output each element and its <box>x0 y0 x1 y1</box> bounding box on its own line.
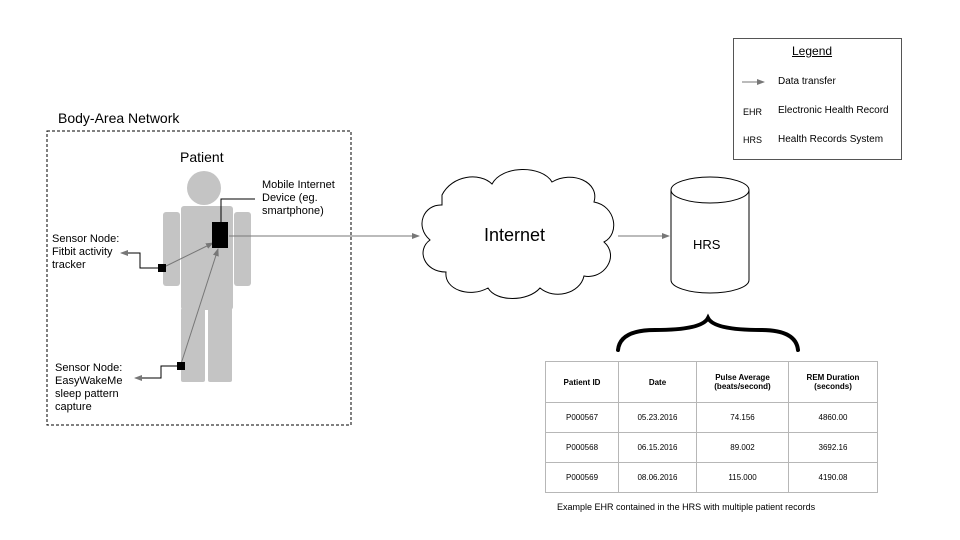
table-row: P000568 06.15.2016 89.002 3692.16 <box>545 432 878 463</box>
table-header-row: Patient ID Date Pulse Average(beats/seco… <box>545 361 878 403</box>
column-header-pulse-average: Pulse Average(beats/second) <box>696 361 789 403</box>
sensor2-label-line: EasyWakeMe <box>55 375 123 387</box>
internet-cloud <box>421 169 615 299</box>
table-caption: Example EHR contained in the HRS with mu… <box>557 502 816 512</box>
sensor2-to-device-arrow <box>180 248 219 365</box>
sensor2-label: Sensor Node: EasyWakeMe sleep pattern ca… <box>55 362 122 414</box>
body-area-network-box <box>46 130 352 426</box>
mobile-device-node <box>212 222 228 248</box>
header-text: REM Duration <box>806 373 860 382</box>
table-cell: 06.15.2016 <box>618 432 697 463</box>
header-text: (beats/second) <box>714 382 771 391</box>
table-cell: P000569 <box>545 462 619 493</box>
sensor2-leader-arrow <box>134 365 177 381</box>
sensor2-label-line: sleep pattern <box>55 388 119 400</box>
mobile-device-label: Mobile Internet Device (eg. smartphone) <box>262 179 335 218</box>
legend-abbr-hrs: HRS <box>743 135 763 145</box>
table-cell: 4860.00 <box>788 402 878 433</box>
table-row: P000569 08.06.2016 115.000 4190.08 <box>545 462 878 493</box>
column-header-patient-id: Patient ID <box>545 361 619 403</box>
body-area-network-title: Body-Area Network <box>58 110 180 126</box>
sensor1-leader-arrow <box>120 250 158 269</box>
mobile-device-label-line: Device (eg. <box>262 192 318 204</box>
header-text: Date <box>648 377 667 387</box>
header-text: Pulse Average <box>715 373 770 382</box>
table-cell: 05.23.2016 <box>618 402 697 433</box>
sensor-node-easywakeme <box>177 362 185 370</box>
hrs-database-cylinder <box>670 176 750 294</box>
sensor2-label-line: capture <box>55 401 92 413</box>
table-cell: 89.002 <box>696 432 789 463</box>
sensor1-label-line: tracker <box>52 259 86 271</box>
patient-figure <box>163 171 251 382</box>
curly-brace <box>616 313 800 352</box>
hrs-label: HRS <box>693 237 721 252</box>
legend-item-ehr: Electronic Health Record <box>778 105 889 116</box>
table-cell: P000568 <box>545 432 619 463</box>
mobile-device-label-line: Mobile Internet <box>262 179 335 191</box>
table-cell: 3692.16 <box>788 432 878 463</box>
table-row: P000567 05.23.2016 74.156 4860.00 <box>545 402 878 433</box>
table-cell: 08.06.2016 <box>618 462 697 493</box>
sensor-node-fitbit <box>158 264 166 272</box>
table-cell: P000567 <box>545 402 619 433</box>
sensor1-label: Sensor Node: Fitbit activity tracker <box>52 233 119 272</box>
header-text: (seconds) <box>814 382 852 391</box>
legend-item-hrs: Health Records System <box>778 134 884 145</box>
sensor1-label-line: Fitbit activity <box>52 246 113 258</box>
sensor1-to-device-arrow <box>161 242 214 269</box>
legend-title: Legend <box>792 44 833 58</box>
legend-box <box>733 38 902 160</box>
internet-label: Internet <box>484 225 546 245</box>
mobile-device-label-line: smartphone) <box>262 205 324 217</box>
column-header-rem-duration: REM Duration(seconds) <box>788 361 878 403</box>
header-text: Patient ID <box>563 377 601 387</box>
table-cell: 74.156 <box>696 402 789 433</box>
patient-label: Patient <box>180 149 224 165</box>
sensor1-label-line: Sensor Node: <box>52 233 120 245</box>
legend-abbr-ehr: EHR <box>743 107 763 117</box>
ehr-table: Patient ID Date Pulse Average(beats/seco… <box>545 361 878 493</box>
sensor2-label-line: Sensor Node: <box>55 362 123 374</box>
table-cell: 4190.08 <box>788 462 878 493</box>
column-header-date: Date <box>618 361 697 403</box>
mobile-device-leader-line <box>220 198 255 222</box>
legend-item-data-transfer: Data transfer <box>778 76 836 87</box>
table-cell: 115.000 <box>696 462 789 493</box>
